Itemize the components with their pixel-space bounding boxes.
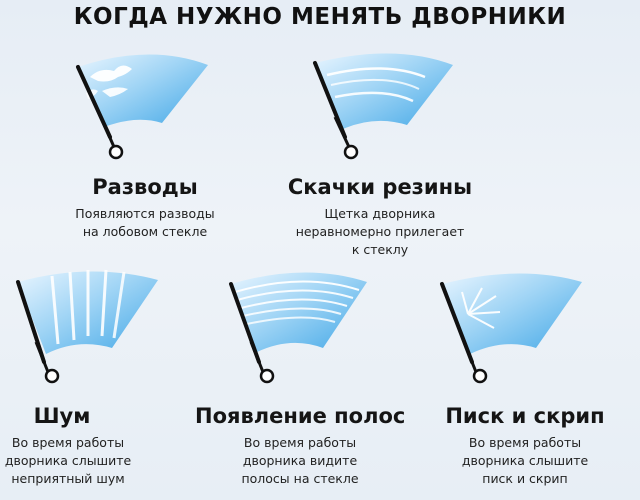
wiper-streaks-icon (76, 54, 208, 160)
wiper-noise-icon (16, 269, 158, 384)
card-squeak: Писк и скрип Во время работы дворника сл… (420, 262, 630, 498)
card-description: Щетка дворника неравномерно прилегает к … (295, 206, 465, 257)
card-heading: Разводы (92, 175, 198, 199)
wiper-stripes-icon (229, 272, 367, 384)
card-stripes: Появление полос Во время работы дворника… (195, 262, 405, 498)
card-description: Во время работы дворника видите полосы н… (241, 435, 359, 486)
card-heading: Писк и скрип (445, 404, 605, 428)
wiper-squeak-icon (440, 273, 582, 384)
wiper-skips-icon (313, 53, 453, 160)
card-description: Во время работы дворника слышите писк и … (461, 435, 589, 486)
card-description: Во время работы дворника слышите неприят… (4, 435, 132, 486)
card-streaks: Разводы Появляются разводы на лобовом ст… (40, 45, 250, 245)
card-description: Появляются разводы на лобовом стекле (75, 206, 215, 239)
page-title: когда нужно менять дворники (73, 4, 567, 30)
card-heading: Шум (33, 404, 91, 428)
card-heading: Скачки резины (287, 175, 473, 199)
card-heading: Появление полос (195, 404, 406, 428)
card-noise: Шум Во время работы дворника слышите неп… (0, 262, 180, 498)
card-rubber-skips: Скачки резины Щетка дворника неравномерн… (275, 45, 485, 265)
